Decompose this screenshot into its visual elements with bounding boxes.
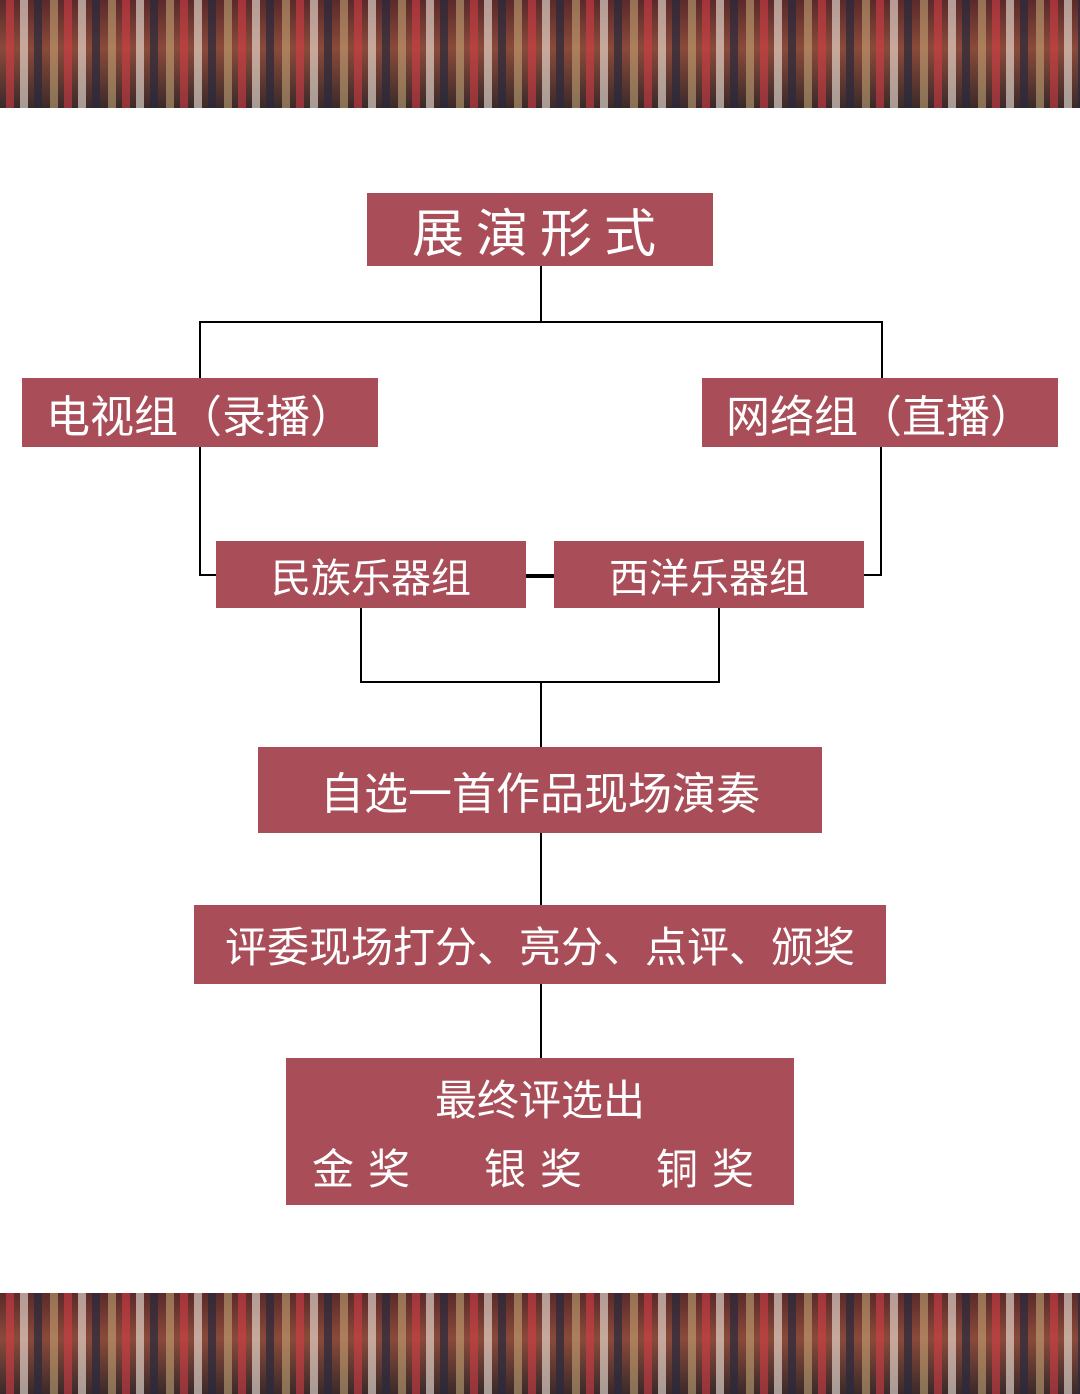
title-box: 展演形式 [367, 193, 713, 266]
connector [540, 681, 542, 747]
folk-instrument-label: 民族乐器组 [271, 555, 471, 602]
judge-label: 评委现场打分、亮分、点评、颁奖 [224, 923, 855, 972]
final-title: 最终评选出 [434, 1075, 645, 1125]
connector [199, 447, 201, 576]
award-bronze: 铜奖 [656, 1144, 769, 1194]
tv-group-box: 电视组（录播） [22, 378, 378, 447]
top-photo-strip [0, 0, 1080, 108]
award-gold: 金奖 [311, 1144, 424, 1194]
connector [199, 321, 883, 323]
connector [540, 266, 542, 323]
bottom-photo-strip [0, 1293, 1080, 1394]
connector [540, 984, 542, 1058]
connector [526, 574, 554, 578]
network-group-box: 网络组（直播） [702, 378, 1058, 447]
connector [199, 321, 201, 378]
western-instrument-box: 西洋乐器组 [554, 541, 864, 608]
connector [360, 608, 362, 683]
connector [718, 608, 720, 683]
network-group-label: 网络组（直播） [726, 391, 1034, 443]
folk-instrument-box: 民族乐器组 [216, 541, 526, 608]
final-box: 最终评选出 金奖 银奖 铜奖 [286, 1058, 794, 1205]
tv-group-label: 电视组（录播） [46, 391, 354, 443]
award-silver: 银奖 [484, 1144, 597, 1194]
award-list: 金奖 银奖 铜奖 [282, 1136, 798, 1197]
title-text: 展演形式 [411, 205, 668, 265]
judge-box: 评委现场打分、亮分、点评、颁奖 [194, 905, 886, 984]
connector [540, 833, 542, 905]
perform-box: 自选一首作品现场演奏 [258, 747, 822, 833]
connector [880, 447, 882, 576]
connector [864, 574, 882, 576]
perform-label: 自选一首作品现场演奏 [320, 769, 760, 820]
western-instrument-label: 西洋乐器组 [609, 555, 809, 602]
connector [199, 574, 216, 576]
connector [881, 321, 883, 378]
